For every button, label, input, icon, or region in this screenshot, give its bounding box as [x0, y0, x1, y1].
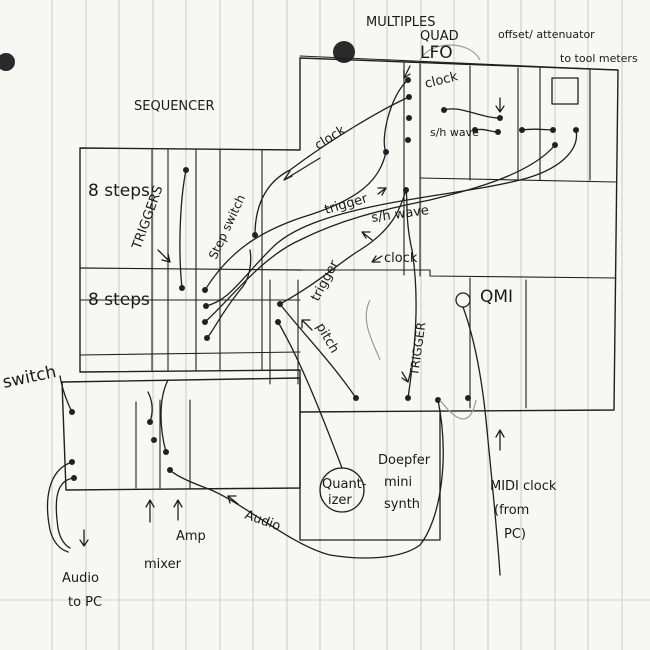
- label-doepfer-1: Doepfer: [378, 453, 431, 468]
- binder-hole-left: [0, 53, 15, 71]
- label-trigger-right: TRIGGER: [407, 321, 428, 377]
- label-trigger-vert: trigger: [308, 257, 342, 303]
- label-multiples: MULTIPLES: [366, 15, 436, 30]
- label-doepfer-3: synth: [384, 497, 420, 512]
- label-amp: Amp: [176, 529, 206, 544]
- label-audio-mid: Audio: [243, 508, 283, 535]
- label-audio-to-pc-2: to PC: [68, 595, 102, 610]
- label-doepfer-2: mini: [384, 475, 412, 490]
- label-qmi: QMI: [480, 287, 513, 307]
- label-switch: switch: [1, 362, 58, 393]
- label-steps-bottom: 8 steps: [88, 290, 150, 310]
- label-pitch: pitch: [313, 321, 342, 357]
- label-quantizer-2: izer: [328, 493, 352, 508]
- label-step-switch: Step switch: [206, 192, 248, 261]
- label-midi-1: MIDI clock: [490, 479, 557, 494]
- label-audio-to-pc-1: Audio: [62, 571, 99, 586]
- label-lfo: LFO: [420, 43, 453, 63]
- label-steps-top: 8 steps: [88, 181, 150, 201]
- label-midi-2: (from: [494, 503, 529, 518]
- label-clock-top: clock: [312, 123, 349, 154]
- label-trigger-mid: trigger: [323, 191, 370, 218]
- label-mixer: mixer: [144, 557, 182, 572]
- label-midi-3: PC): [504, 527, 526, 542]
- label-quantizer-1: Quant-: [322, 477, 367, 492]
- label-offset-attenuator: offset/ attenuator: [498, 28, 595, 41]
- label-quad: QUAD: [420, 29, 459, 44]
- patch-cables: [48, 45, 577, 575]
- label-clock-mid: clock: [384, 251, 418, 266]
- qmi-knob: [456, 293, 470, 307]
- label-meters: to tool meters: [560, 52, 638, 65]
- label-sh-wave-module: s/h wave: [430, 126, 479, 139]
- label-sequencer: SEQUENCER: [134, 99, 214, 114]
